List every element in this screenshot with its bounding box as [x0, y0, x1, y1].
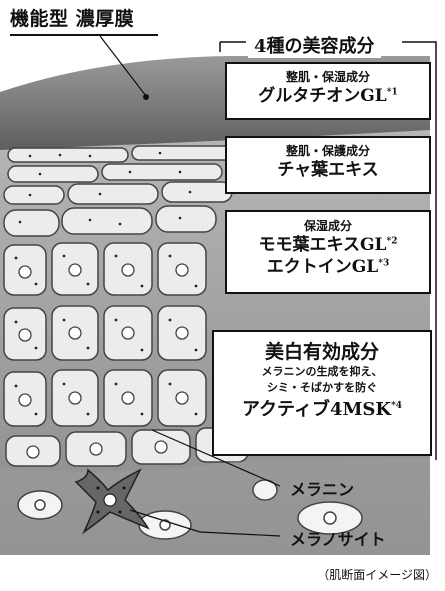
ingredient-category: 保湿成分 [303, 219, 352, 233]
film-heading: 機能型 濃厚膜 [10, 8, 135, 30]
ingredient-name-line: モモ葉エキスGL*2 [258, 235, 398, 255]
ingredient-category: 整肌・保護成分 [285, 144, 370, 158]
cell-nuclei [18, 263, 229, 459]
ingredient-name-line: エクトインGL*3 [266, 257, 390, 277]
leader-line-melanocyte [129, 509, 201, 533]
ingredient-description-line: シミ・そばかすを防ぐ [266, 381, 378, 394]
horny-layer-cells [3, 145, 243, 237]
ingredient-category: 整肌・保湿成分 [285, 70, 370, 84]
group-bracket [219, 41, 437, 460]
ingredient-box-whitening: 美白有効成分 メラニンの生成を抑え、 シミ・そばかすを防ぐ アクティブ4MSK*… [212, 330, 432, 456]
leader-line-melanin [151, 429, 281, 487]
ingredient-name-line: アクティブ4MSK*4 [241, 399, 403, 420]
label-melanin: メラニン [290, 480, 355, 499]
label-melanocyte: メラノサイト [290, 530, 386, 549]
ingredient-description-line: メラニンの生成を抑え、 [261, 365, 383, 378]
ingredient-box-glutathione: 整肌・保湿成分 グルタチオンGL*1 [225, 62, 431, 120]
ingredient-box-moisturizing: 保湿成分 モモ葉エキスGL*2 エクトインGL*3 [225, 210, 431, 294]
leader-line-film [99, 35, 147, 97]
figure-caption: （肌断面イメージ図） [317, 568, 437, 582]
ingredient-category: 美白有効成分 [264, 341, 379, 363]
granule-dots [14, 151, 198, 416]
ingredients-group-title: 4種の美容成分 [248, 32, 381, 58]
ingredient-name: チャ葉エキス [277, 160, 379, 180]
ingredient-name-line: グルタチオンGL*1 [258, 86, 398, 106]
heading-underline [10, 34, 158, 36]
ingredient-box-tea-leaf: 整肌・保護成分 チャ葉エキス [225, 136, 431, 194]
